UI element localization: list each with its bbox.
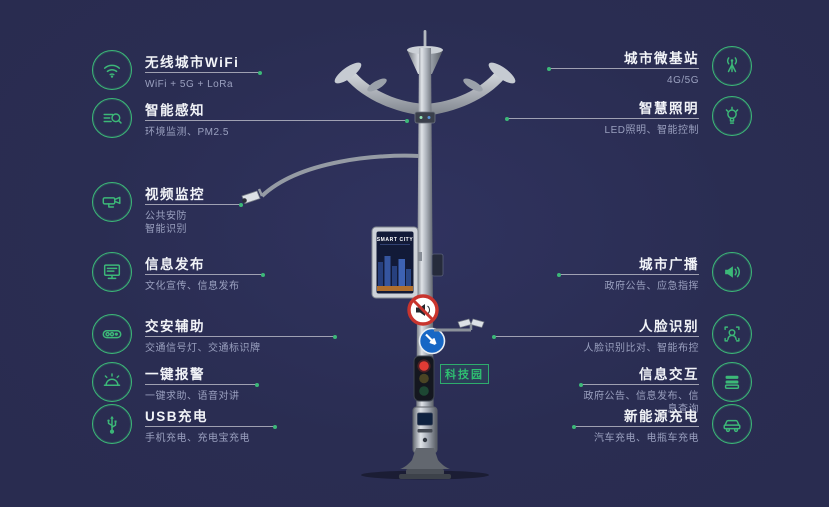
- feature-smart-lighting: 智慧照明 LED照明、智能控制: [505, 96, 752, 153]
- feature-title: 城市微基站: [624, 51, 699, 66]
- feature-subtitle: 政府公告、应急指挥: [604, 281, 699, 292]
- feature-subtitle: LED照明、智能控制: [604, 125, 699, 136]
- feature-video-surveillance: 视频监控 公共安防 智能识别: [92, 182, 243, 239]
- feature-title: 城市广播: [639, 257, 699, 272]
- feature-usb-charging: USB充电 手机充电、充电宝充电: [92, 404, 277, 461]
- display-icon: [92, 252, 132, 292]
- connector-line: [145, 424, 277, 429]
- information-screen: SMART CITY: [371, 226, 422, 299]
- traffic-light: [413, 355, 435, 402]
- feature-ev-charging: 新能源充电 汽车充电、电瓶车充电: [572, 404, 752, 461]
- feature-title: 视频监控: [145, 187, 205, 202]
- feature-title: 无线城市WiFi: [145, 55, 240, 70]
- traffic-signal-icon: [92, 314, 132, 354]
- pole-base: [399, 448, 451, 479]
- feature-title: 智能感知: [145, 103, 205, 118]
- feature-alarm: 一键报警 一键求助、语音对讲: [92, 362, 259, 419]
- environment-sensor: [414, 111, 436, 124]
- broadcast-speaker-box: [431, 253, 444, 277]
- feature-micro-base-station: 城市微基站 4G/5G: [547, 46, 752, 103]
- surveillance-camera: [241, 153, 420, 204]
- feature-subtitle: 环境监测、PM2.5: [145, 127, 229, 138]
- feature-face-recognition: 人脸识别 人脸识别比对、智能布控: [492, 314, 752, 371]
- connector-line: [557, 272, 699, 277]
- no-horn-sign: [407, 294, 439, 326]
- right-lamp-arm: [425, 70, 505, 116]
- feature-title: 信息发布: [145, 257, 205, 272]
- feature-subtitle: 人脸识别比对、智能布控: [583, 343, 699, 354]
- connector-line: [145, 118, 409, 123]
- connector-line: [547, 66, 699, 71]
- alarm-icon: [92, 362, 132, 402]
- connector-line: [492, 334, 699, 339]
- connector-line: [145, 382, 259, 387]
- screen-title: SMART CITY: [377, 237, 414, 243]
- tech-park-tag: 科技园: [440, 364, 489, 384]
- usb-icon: [92, 404, 132, 444]
- smart-pole-illustration: SMART CITY: [241, 30, 516, 480]
- feature-info-publish: 信息发布 文化宣传、信息发布: [92, 252, 265, 309]
- connector-line: [572, 424, 699, 429]
- feature-title: 交安辅助: [145, 319, 205, 334]
- feature-subtitle: 文化宣传、信息发布: [145, 281, 240, 292]
- sensing-icon: [92, 98, 132, 138]
- feature-subtitle: 政府公告、信息发布、信息查询: [583, 391, 699, 415]
- connector-line: [579, 382, 699, 387]
- feature-subtitle: 4G/5G: [667, 75, 699, 86]
- feature-subtitle: 公共安防 智能识别: [145, 211, 187, 235]
- wifi-icon: [92, 50, 132, 90]
- interaction-icon: [712, 362, 752, 402]
- speaker-icon: [712, 252, 752, 292]
- cctv-camera-icon: [92, 182, 132, 222]
- feature-subtitle: 手机充电、充电宝充电: [145, 433, 250, 444]
- feature-sensing: 智能感知 环境监测、PM2.5: [92, 98, 409, 155]
- feature-subtitle: 汽车充电、电瓶车充电: [594, 433, 699, 444]
- feature-city-broadcast: 城市广播 政府公告、应急指挥: [557, 252, 752, 309]
- feature-title: 智慧照明: [639, 101, 699, 116]
- connector-line: [145, 272, 265, 277]
- feature-subtitle: 交通信号灯、交通标识牌: [145, 343, 261, 354]
- feature-subtitle: 一键求助、语音对讲: [145, 391, 240, 402]
- feature-title: 人脸识别: [639, 319, 699, 334]
- feature-title: 一键报警: [145, 367, 205, 382]
- connector-line: [145, 70, 262, 75]
- left-lamp-arm: [345, 70, 425, 116]
- bulb-icon: [712, 96, 752, 136]
- feature-subtitle: WiFi + 5G + LoRa: [145, 79, 234, 90]
- face-icon: [712, 314, 752, 354]
- charging-cabinet: [412, 406, 438, 454]
- face-recognition-cameras: [434, 318, 485, 332]
- feature-title: USB充电: [145, 409, 209, 424]
- antenna-icon: [712, 46, 752, 86]
- feature-title: 新能源充电: [624, 409, 699, 424]
- feature-wifi: 无线城市WiFi WiFi + 5G + LoRa: [92, 50, 262, 107]
- connector-line: [505, 116, 699, 121]
- feature-traffic-aid: 交安辅助 交通信号灯、交通标识牌: [92, 314, 337, 371]
- direction-sign: [418, 327, 446, 355]
- ev-charging-icon: [712, 404, 752, 444]
- feature-title: 信息交互: [639, 367, 699, 382]
- feature-info-interaction: 信息交互 政府公告、信息发布、信息查询: [579, 362, 752, 419]
- connector-line: [145, 202, 243, 207]
- connector-line: [145, 334, 337, 339]
